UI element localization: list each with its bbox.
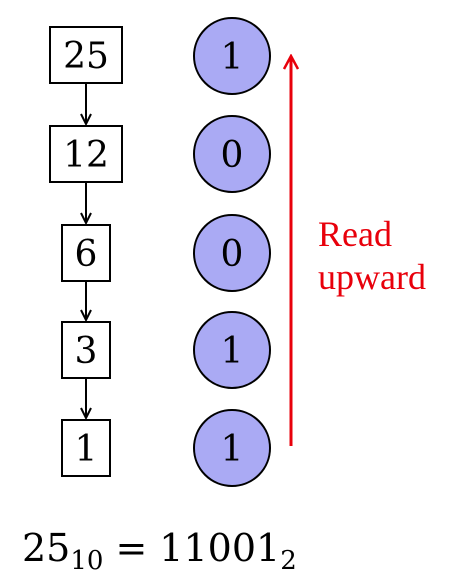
- quotient-box: 6: [61, 224, 111, 282]
- remainder-value: 0: [221, 234, 244, 275]
- read-note-line2: upward: [318, 257, 426, 297]
- remainder-value: 0: [221, 135, 244, 176]
- quotient-value: 1: [75, 429, 98, 470]
- remainder-value: 1: [221, 331, 244, 372]
- remainder-circle: 1: [193, 409, 271, 487]
- equation-lhs-subscript: 10: [70, 546, 103, 576]
- remainder-value: 1: [221, 429, 244, 470]
- remainder-circle: 0: [193, 214, 271, 292]
- quotient-box: 25: [49, 26, 123, 84]
- read-note-line1: Read: [318, 214, 392, 254]
- equation-equals: =: [115, 526, 147, 570]
- equation-rhs-subscript: 2: [280, 546, 297, 576]
- quotient-value: 25: [63, 36, 109, 77]
- quotient-box: 12: [49, 125, 123, 183]
- quotient-value: 6: [75, 234, 98, 275]
- quotient-value: 3: [75, 331, 98, 372]
- equation-lhs-base: 25: [22, 526, 70, 570]
- equation-rhs-base: 11001: [159, 526, 280, 570]
- remainder-circle: 0: [193, 115, 271, 193]
- quotient-value: 12: [63, 135, 109, 176]
- remainder-circle: 1: [193, 17, 271, 95]
- quotient-box: 1: [61, 419, 111, 477]
- remainder-circle: 1: [193, 311, 271, 389]
- quotient-column: 25 12 6 3 1: [49, 26, 123, 477]
- result-equation: 2510 = 110012: [22, 526, 297, 576]
- remainder-value: 1: [221, 37, 244, 78]
- quotient-box: 3: [61, 321, 111, 379]
- remainder-column: 1 0 0 1 1: [193, 17, 271, 487]
- read-upward-note: Read upward: [318, 214, 426, 297]
